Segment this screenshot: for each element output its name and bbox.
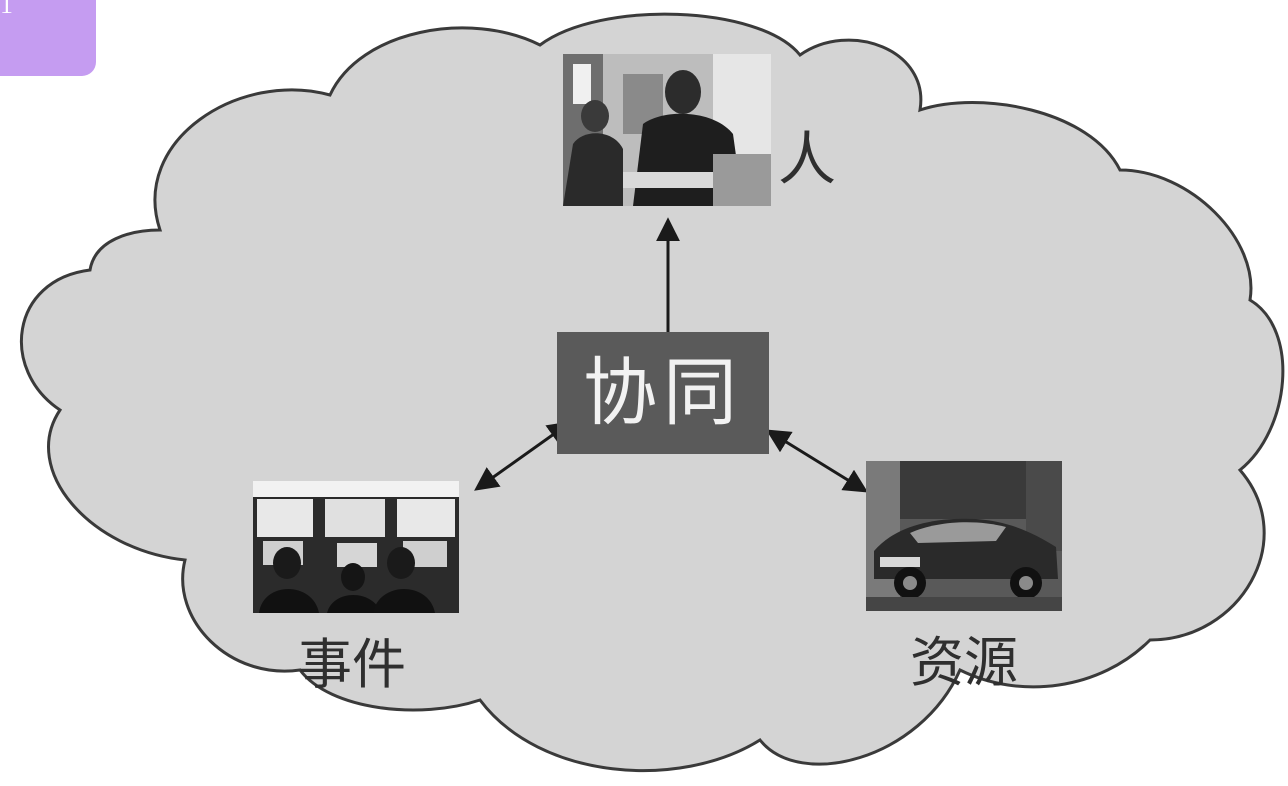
corner-tag: 1 [0, 0, 96, 76]
center-node: 协同 [557, 332, 769, 454]
event-node-label: 事件 [298, 633, 406, 696]
event-photo [253, 481, 459, 613]
resource-node-label: 资源 [910, 631, 1018, 694]
corner-tag-text: 1 [0, 0, 13, 19]
car-icon [866, 461, 1062, 611]
arrow-center-to-resource [765, 429, 869, 493]
people-node-label: 人 [778, 125, 837, 193]
resource-photo [866, 461, 1062, 611]
person-working-icon [563, 54, 771, 206]
meeting-screens-icon [253, 481, 459, 613]
center-node-label: 协同 [583, 350, 743, 436]
people-photo [563, 54, 771, 206]
arrow-center-to-event [474, 421, 572, 491]
